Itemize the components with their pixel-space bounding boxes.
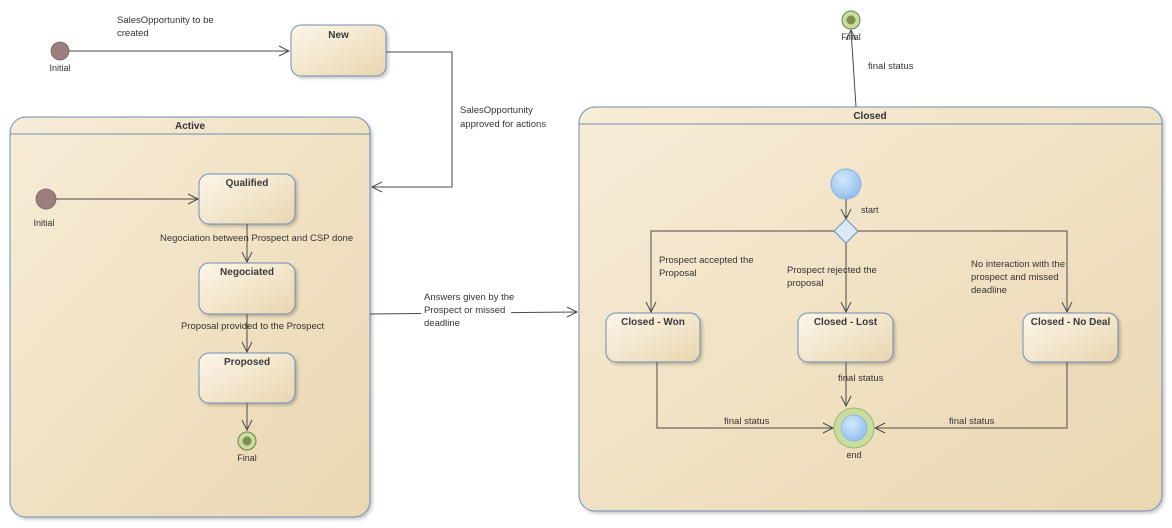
state-proposed-label: Proposed [224,357,270,368]
state-negociated-label: Negociated [220,267,274,278]
transition-proposed-to-final[interactable] [241,403,253,432]
state-closed-nodeal[interactable]: Closed - No Deal [1022,312,1119,363]
transition-answers-label-1: Answers given by the [424,292,514,303]
state-closed[interactable]: Closed [578,106,1163,512]
transition-initial-to-new[interactable]: SalesOpportunity to be created [69,15,291,57]
initial-node-active-label: Initial [33,218,54,228]
state-active-title: Active [175,121,205,132]
transition-active-to-closed[interactable]: Answers given by the Prospect or missed … [369,289,579,329]
transition-no-interaction-label-3: deadline [971,285,1007,296]
state-closed-lost-label: Closed - Lost [814,317,878,328]
state-closed-nodeal-label: Closed - No Deal [1031,317,1111,328]
transition-no-interaction-label-1: No interaction with the [971,259,1065,270]
transition-final-status-lost-label: final status [838,373,884,384]
transition-new-to-active[interactable]: SalesOpportunity approved for actions [370,51,546,193]
end-node[interactable]: end [833,407,875,460]
transition-lost-to-end[interactable]: final status [838,362,884,408]
transition-accepted-label-2: Proposal [659,268,697,279]
transition-decision-to-nodeal[interactable]: No interaction with the prospect and mis… [858,230,1073,314]
transition-decision-to-lost[interactable]: Prospect rejected the proposal [787,243,877,314]
state-new-label: New [328,30,349,41]
state-active[interactable]: Active [9,116,371,518]
final-node-top-label: Final [841,32,861,42]
transition-negociation-label: Negociation between Prospect and CSP don… [160,233,353,244]
transition-final-status-won-label: final status [724,416,770,427]
initial-node-top-label: Initial [49,63,70,73]
transition-initial-to-qualified[interactable] [56,193,200,205]
final-node-active[interactable]: Final [237,431,257,463]
transition-closed-to-final[interactable]: final status [845,28,914,108]
transition-answers-label-3: deadline [424,318,460,329]
state-closed-title: Closed [853,111,886,122]
end-node-label: end [846,450,861,460]
state-new[interactable]: New [290,24,387,77]
transition-to-new-label-2: created [117,28,149,39]
transition-qualified-to-negociated[interactable]: Negociation between Prospect and CSP don… [160,224,353,264]
state-proposed[interactable]: Proposed [198,352,296,404]
transition-rejected-label-1: Prospect rejected the [787,265,877,276]
final-node-active-label: Final [237,453,257,463]
transition-no-interaction-label-2: prospect and missed [971,272,1059,283]
transition-negociated-to-proposed[interactable]: Proposal provided to the Prospect [181,314,324,354]
transition-to-new-label-1: SalesOpportunity to be [117,15,214,26]
transition-answers-label-2: Prospect or missed [424,305,505,316]
transition-proposal-label: Proposal provided to the Prospect [181,321,324,332]
state-closed-won[interactable]: Closed - Won [605,312,701,363]
transition-final-status-top-label: final status [868,61,914,72]
transition-approved-label-2: approved for actions [460,119,546,130]
transition-rejected-label-2: proposal [787,278,823,289]
transition-final-status-nodeal-label: final status [949,416,995,427]
transition-accepted-label-1: Prospect accepted the [659,255,754,266]
start-node-label: start [861,205,879,215]
transition-decision-to-won[interactable]: Prospect accepted the Proposal [645,230,834,314]
transition-won-to-end[interactable]: final status [656,362,835,434]
state-qualified[interactable]: Qualified [198,173,296,225]
state-closed-won-label: Closed - Won [621,317,685,328]
initial-node-top[interactable]: Initial [49,41,71,73]
state-closed-lost[interactable]: Closed - Lost [797,312,894,363]
transition-approved-label-1: SalesOpportunity [460,105,533,116]
state-qualified-label: Qualified [226,178,269,189]
transition-nodeal-to-end[interactable]: final status [873,362,1068,434]
final-node-top[interactable]: Final [841,10,861,42]
state-negociated[interactable]: Negociated [198,262,296,315]
